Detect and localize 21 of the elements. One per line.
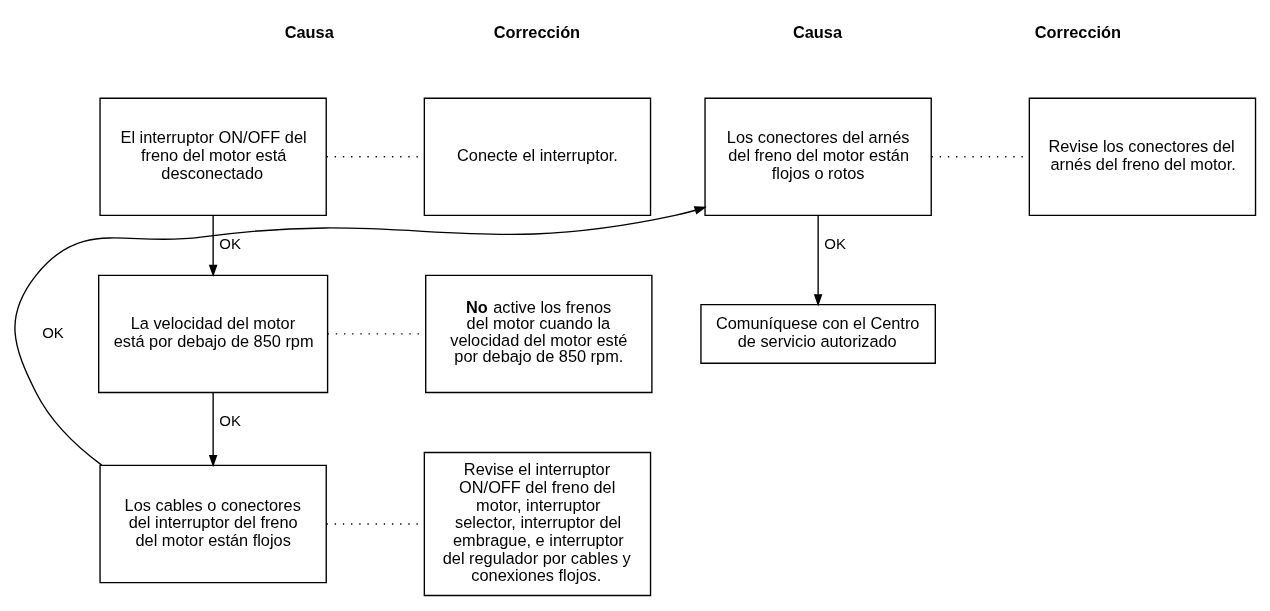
edge-label: OK xyxy=(42,323,64,341)
node-box: Conecte el interruptor. xyxy=(423,97,652,216)
label: Corrección xyxy=(1034,22,1122,41)
label: Causa xyxy=(284,22,334,41)
label: Causa xyxy=(792,22,842,41)
node-box: Los conectores del arnés del freno del motor están flojos o rotos xyxy=(704,97,932,216)
arrow xyxy=(208,391,218,467)
edge-label: OK xyxy=(824,234,846,252)
edge-label: OK xyxy=(219,411,241,429)
label: Corrección xyxy=(493,22,581,41)
node-box: Comuníquese con el Centro de servicio autorizado xyxy=(700,303,936,364)
node-box: Los cables o conectores del interruptor del freno del motor están flojos xyxy=(99,464,327,583)
node-box: La velocidad del motor está por debajo de 850 rpm xyxy=(98,274,329,393)
node-box: Revise el interruptor ON/OFF del freno del motor, interruptor selector, interruptor del embrague, e interruptor del regulador por cables y conexiones flojos. xyxy=(423,451,652,596)
arrow xyxy=(14,205,707,466)
arrow xyxy=(208,214,218,277)
edge-label: OK xyxy=(219,234,241,252)
node-box: Revise los conectores del arnés del freno del motor. xyxy=(1028,97,1257,216)
node-box: El interruptor ON/OFF del freno del motor está desconectado xyxy=(99,97,327,216)
node-box: No active los frenos del motor cuando la velocidad del motor esté por debajo de 850 rpm. xyxy=(425,274,653,393)
arrow xyxy=(813,214,823,306)
